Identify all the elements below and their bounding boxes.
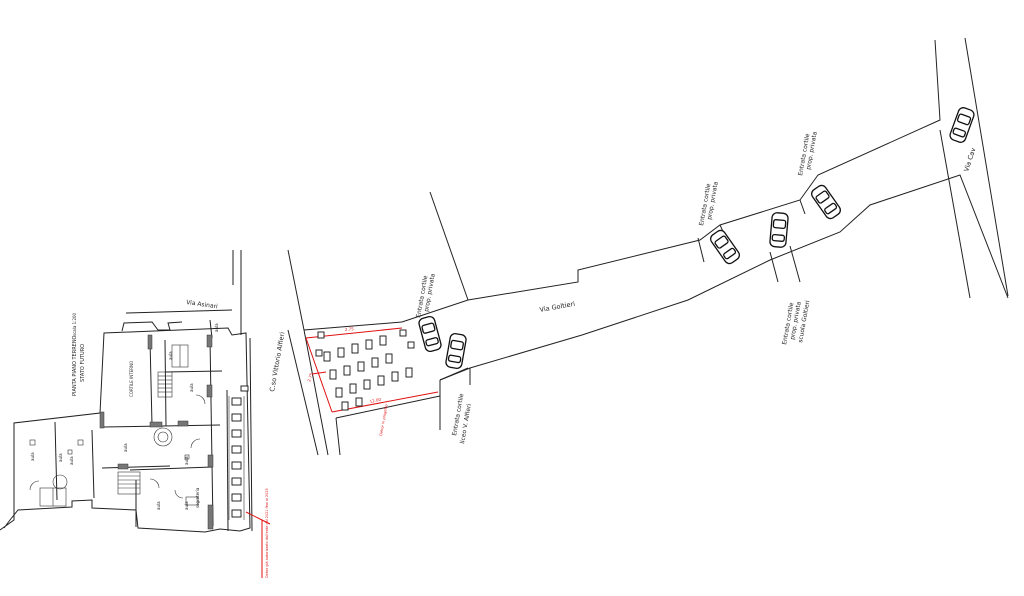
dehor-tables	[315, 329, 415, 411]
plan-room-label: CORTILE INTERNO	[129, 361, 134, 397]
plan-subtitle: STATO FUTURO	[80, 344, 86, 382]
plan-room-label: aula	[184, 501, 189, 510]
plan-red-note: Dehor già autorizzato dall'ente dal 2021…	[265, 488, 269, 578]
plan-room-label: aula	[168, 351, 173, 360]
plan-room-label: aula	[214, 323, 219, 332]
plan-title: PIANTA PIANO TERRENO	[72, 335, 78, 396]
car	[445, 333, 467, 369]
car	[811, 184, 841, 220]
plan-dehor-strip	[226, 337, 253, 532]
plan-scale: scala 1:200	[72, 312, 77, 336]
entry-label-cortile-3: Entrata cortile prop. privata	[797, 131, 819, 177]
plan-room-label: aula	[30, 452, 35, 461]
floor-plan: CORTILE INTERNO aula aula aula aula aula…	[0, 250, 271, 578]
plan-room-label: segreteria	[195, 487, 200, 508]
plan-outer-wall	[0, 327, 251, 533]
street-label-corso-alfieri: C.so Vittorio Alfieri	[268, 331, 286, 392]
plan-room-label: aula	[156, 501, 161, 510]
plan-room-label: aula	[69, 456, 74, 465]
parked-cars	[418, 107, 975, 369]
street-label-via-goltieri: Via Goltieri	[539, 300, 576, 314]
plan-room-label: aula	[123, 443, 128, 452]
dim-label: 2.75	[306, 372, 314, 383]
car	[769, 212, 789, 248]
plan-room-label: aula	[184, 456, 189, 465]
dehor-note: Dehor in progetto	[379, 404, 388, 436]
car	[949, 107, 975, 143]
entry-label-cortile-2: Entrata cortile prop. privata	[698, 181, 720, 227]
entry-label-scuola-goltieri: Entrata cortile prop. privata scuola Gol…	[781, 299, 811, 345]
street-label-via-cavour: Via Cav	[962, 147, 977, 173]
dim-label: 12.00	[369, 397, 382, 404]
street-label-via-asinari: Via Asinari	[186, 299, 219, 310]
entry-label-liceo: Entrata cortile liceo V. Alfieri	[451, 393, 473, 445]
plan-room-label: aula	[58, 453, 63, 462]
car	[418, 315, 442, 353]
street-network	[401, 37, 1009, 385]
dehor-area: 2.75 2.75 12.00 D	[186, 249, 441, 456]
plan-room-label: aula	[189, 383, 194, 392]
plan-stairs-lower	[117, 471, 141, 495]
dim-label: 2.75	[345, 326, 355, 332]
plan-stairs-upper	[157, 371, 173, 398]
car	[710, 229, 740, 265]
